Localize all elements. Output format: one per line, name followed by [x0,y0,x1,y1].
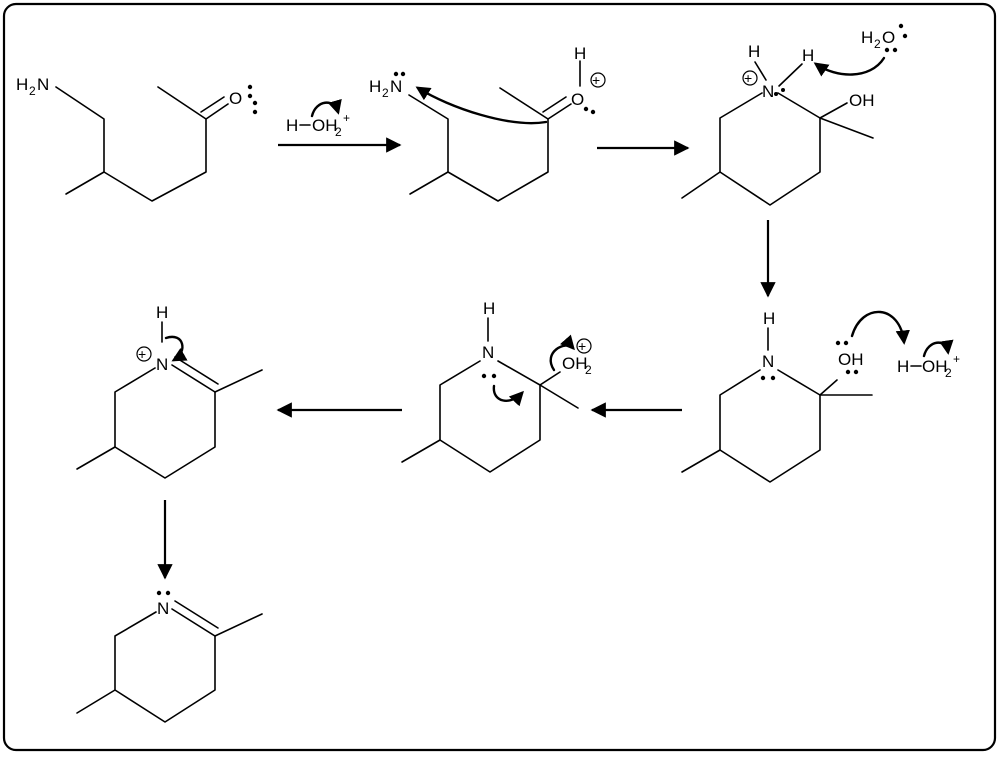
carbonyl-bond-2 [200,96,225,113]
svg-text:O: O [571,90,584,109]
svg-text:OH: OH [838,350,864,369]
svg-text:+: + [592,72,600,88]
molecule-cyclic-imine: N [76,590,263,723]
methyl-branch [65,171,105,195]
svg-text:N: N [762,352,774,371]
svg-text:2: 2 [335,125,342,139]
svg-text:2: 2 [945,366,952,380]
svg-text:+: + [953,352,960,366]
chain-bonds [55,86,207,202]
hydronium-h-label: H [286,116,298,135]
molecule-neutral-hemiaminal: H N OH H OH 2 + [681,309,960,483]
carbonyl-bond-1 [205,103,229,120]
svg-text:H: H [748,42,760,61]
svg-text:OH: OH [922,357,948,376]
oxygen-label: O [229,89,242,108]
water-h-label: H [861,28,873,47]
nh2-h-label: H [16,75,28,94]
svg-text:H: H [574,44,586,63]
svg-text:H: H [156,303,168,322]
nh2-sub-label: 2 [29,84,36,98]
curved-arrow-oh-protonation [850,310,910,345]
svg-text:H: H [763,309,775,328]
svg-text:H: H [483,299,495,318]
molecule-protonated-ketone: H 2 N O H + [369,44,606,202]
molecule-iminium-ion: H N + [76,303,263,479]
svg-text:+: + [578,338,586,354]
molecule-amino-ketone: H 2 N O [16,75,258,202]
curved-arrow-proton-transfer-1 [310,98,342,118]
svg-text:+: + [343,111,350,125]
svg-text:+: + [138,346,146,362]
molecule-ammonium-hemiaminal: H N + H OH H 2 O [681,23,908,206]
svg-text:H: H [802,46,814,65]
svg-text:2: 2 [874,37,881,51]
hydronium-reagent-1: H OH 2 + [286,98,350,139]
molecule-oxonium-intermediate: H N OH 2 + [401,299,592,473]
curved-arrow-n-attack [415,86,548,125]
svg-text:N: N [157,599,169,618]
svg-text:H: H [897,357,909,376]
curved-arrow-water-deprotonation [813,56,886,77]
svg-text:2: 2 [382,86,389,100]
svg-text:N: N [482,343,494,362]
svg-text:N: N [156,355,168,374]
svg-text:OH: OH [562,354,588,373]
curved-arrow-n-lone-pair-push [492,384,524,407]
curved-arrow-deprotonation-iminium [164,335,188,362]
svg-text:H: H [369,77,381,96]
water-o-label: O [882,28,895,47]
svg-text:N: N [390,77,402,96]
svg-text:2: 2 [585,363,592,377]
svg-text:OH: OH [849,91,875,110]
curved-arrow-water-leaving [549,334,575,372]
hydronium-o-label: OH [312,116,338,135]
nh2-n-label: N [37,75,49,94]
svg-text:+: + [744,70,752,86]
svg-text:N: N [762,82,774,101]
